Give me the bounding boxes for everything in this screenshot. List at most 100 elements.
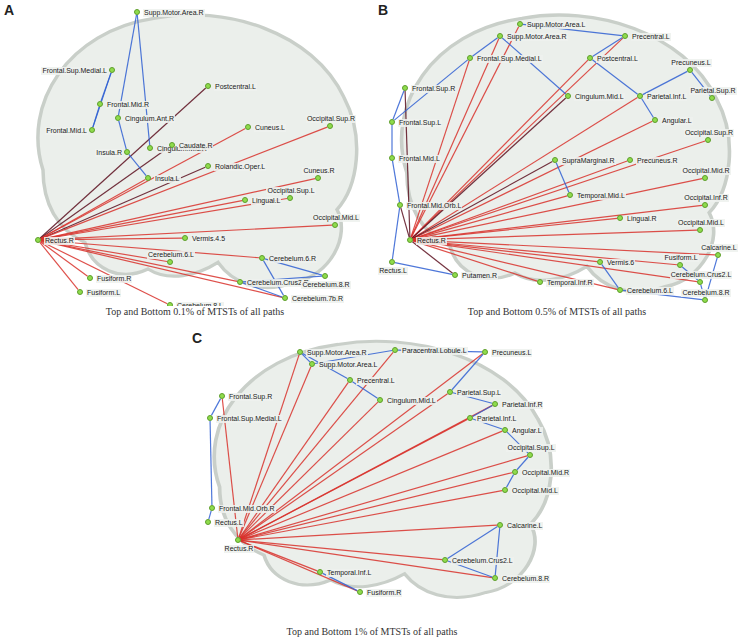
region-label: Frontal.Mid.L xyxy=(398,155,441,163)
region-label: Precuneus.R xyxy=(636,157,678,165)
connection-line xyxy=(413,241,537,281)
region-label: Insula.R xyxy=(95,149,123,157)
region-label: Supp.Motor.Area.R xyxy=(506,33,568,41)
region-label: Caudate.R xyxy=(178,142,213,150)
region-node: Rectus.L xyxy=(389,259,395,265)
connection-line xyxy=(506,475,513,488)
region-node: Precuneus.L xyxy=(687,67,693,73)
brain-outline xyxy=(38,15,357,288)
region-node: Rectus.R xyxy=(407,237,413,243)
region-node: Occipital.Sup.R xyxy=(705,137,711,143)
region-label: Frontal.Mid.L xyxy=(45,127,88,135)
region-label: Supp.Motor.Area.L xyxy=(526,21,586,29)
region-node: Frontal.Mid.L xyxy=(389,155,395,161)
region-node: Precuneus.R xyxy=(627,157,633,163)
region-node: Parietal.Sup.R xyxy=(709,95,715,101)
region-node: Frontal.Mid.L xyxy=(89,127,95,133)
region-label: Precentral.L xyxy=(631,33,671,41)
region-label: Parietal.Inf.L xyxy=(476,415,517,423)
region-node: Precentral.L xyxy=(622,33,628,39)
connection-line xyxy=(137,15,149,145)
region-label: Temporal.Inf.L xyxy=(326,569,372,577)
region-node: Fusiform.R xyxy=(87,275,93,281)
connection-line xyxy=(413,230,697,240)
region-label: Postcentral.L xyxy=(214,83,257,91)
region-label: SupraMarginal.R xyxy=(561,157,616,165)
region-label: Vermis.6 xyxy=(606,259,635,267)
region-node: Cerebelum.8.R xyxy=(492,575,498,581)
connection-line xyxy=(391,125,392,155)
region-label: Frontal.Sup.Medial.L xyxy=(476,55,543,63)
region-node: Lingual.R xyxy=(617,215,623,221)
connection-line xyxy=(393,91,404,119)
connection-line xyxy=(413,240,697,281)
connection-line xyxy=(263,261,283,296)
region-node: Frontal.Mid.Orb.R xyxy=(209,505,215,511)
region-label: Frontal.Sup.L xyxy=(398,119,442,127)
connection-line xyxy=(241,456,527,539)
region-label: Rectus.R xyxy=(224,545,255,553)
region-label: Supp.Motor.Area.L xyxy=(318,361,378,369)
region-node: Cingulum.Mid.L xyxy=(565,93,571,99)
region-label: Rectus.L xyxy=(214,519,244,527)
region-node: Parietal.Inf.L xyxy=(637,93,643,99)
region-node: Rectus.R xyxy=(235,537,241,543)
region-label: Angular.L xyxy=(511,427,543,435)
region-label: Cingulum.Mid.L xyxy=(574,93,625,101)
region-node: Postcentral.L xyxy=(587,55,593,61)
connection-line xyxy=(592,60,637,94)
region-node: Cerebelum.7b.R xyxy=(282,295,288,301)
connection-line xyxy=(240,382,349,537)
connection-line xyxy=(41,241,282,298)
region-node: Occipital.Mid.L xyxy=(332,222,338,228)
region-node: Supp.Motor.Area.R xyxy=(297,349,303,355)
panel-caption: Top and Bottom 0.1% of MTSTs of all path… xyxy=(104,306,286,317)
region-node: Fusiform.L xyxy=(677,262,683,268)
region-node: Rectus.L xyxy=(205,519,211,525)
region-label: Occipital.Sup.R xyxy=(306,115,356,123)
region-label: Occipital.Inf.R xyxy=(683,194,729,202)
region-node: Precentral.L xyxy=(347,377,353,383)
brain-outline xyxy=(402,15,730,292)
region-node: Vermis.6 xyxy=(597,259,603,265)
region-label: Supp.Motor.Area.R xyxy=(143,9,205,17)
region-label: Cerebelum.6.L xyxy=(147,251,195,259)
panel-caption: Top and Bottom 1% of MTSTs of all paths xyxy=(285,626,460,637)
panel-letter: C xyxy=(192,330,202,346)
region-node: Insula.R xyxy=(124,149,130,155)
region-node: Occipital.Mid.R xyxy=(702,175,708,181)
region-node: Calcarine.L xyxy=(715,252,721,258)
region-node: Occipital.Sup.L xyxy=(527,452,533,458)
connection-line xyxy=(392,208,399,259)
region-label: Calcarine.L xyxy=(506,522,543,530)
region-node: Postcentral.L xyxy=(205,83,211,89)
connection-line xyxy=(517,457,528,470)
region-label: Precuneus.L xyxy=(491,349,532,357)
region-node: Insula.L xyxy=(145,175,151,181)
connection-line xyxy=(41,167,205,239)
connection-line xyxy=(93,73,111,127)
connection-line xyxy=(472,38,497,56)
connection-line xyxy=(211,399,220,416)
panel-caption: Top and Bottom 0.5% of MTSTs of all path… xyxy=(466,306,648,317)
region-label: Temporal.Inf.R xyxy=(546,279,594,287)
region-label: Frontal.Sup.Medial.L xyxy=(216,415,283,423)
region-label: Putamen.R xyxy=(461,272,498,280)
region-label: Insula.L xyxy=(154,175,181,183)
region-label: Occipital.Mid.L xyxy=(677,219,725,227)
region-label: Fusiform.L xyxy=(663,254,698,262)
region-node: Cingulum.Ant.R xyxy=(115,115,121,121)
region-node: Supp.Motor.Area.R xyxy=(134,9,140,15)
region-node: Calcarine.L xyxy=(497,522,503,528)
region-node: Vermis.4.5 xyxy=(182,235,188,241)
connection-line xyxy=(241,525,497,540)
region-node: Angular.L xyxy=(652,117,658,123)
region-label: Cerebelum.8.R xyxy=(501,575,550,583)
region-node: Parietal.Sup.L xyxy=(447,389,453,395)
region-node: Occipital.Inf.R xyxy=(702,202,708,208)
connection-line xyxy=(241,419,468,538)
region-label: Rectus.R xyxy=(416,237,447,245)
connection-line xyxy=(642,99,654,118)
region-label: Precuneus.L xyxy=(670,59,711,67)
